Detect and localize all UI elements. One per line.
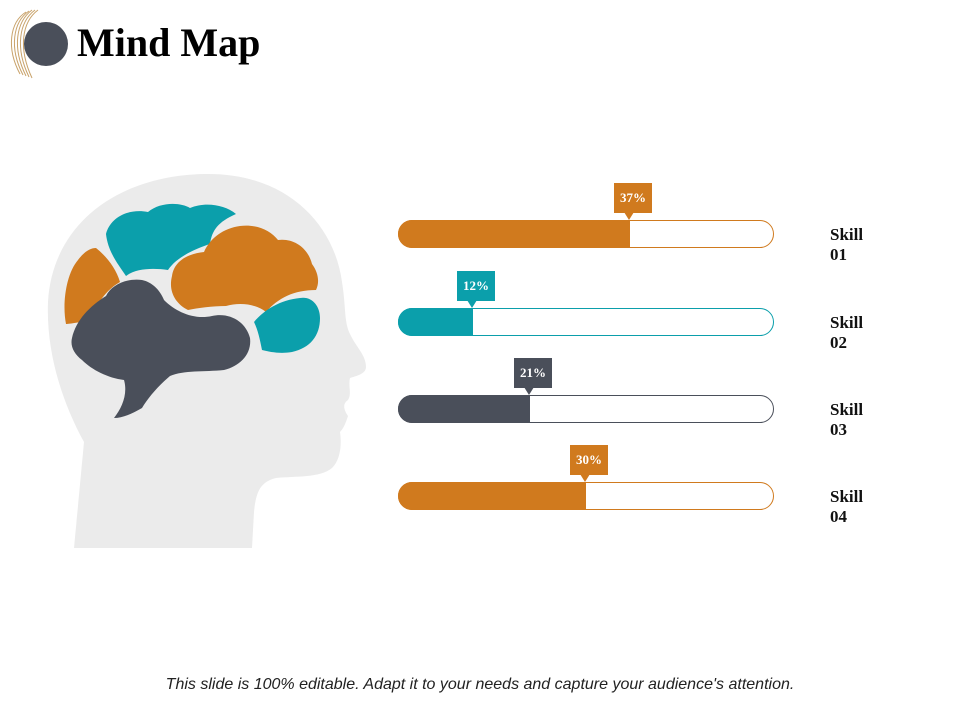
- title-block: Mind Map: [0, 0, 400, 90]
- skill-bar-track: [398, 220, 774, 248]
- skill-bar-track: [398, 482, 774, 510]
- skill-bar-track: [398, 395, 774, 423]
- skill-bar-fill: [398, 482, 586, 510]
- skill-label: Skill 03: [830, 400, 864, 439]
- head-brain-icon: [47, 173, 367, 548]
- skill-label: Skill 02: [830, 313, 864, 352]
- skill-percent-tag: 37%: [614, 183, 652, 220]
- skill-bar-track: [398, 308, 774, 336]
- footer-note: This slide is 100% editable. Adapt it to…: [165, 676, 795, 693]
- page-title: Mind Map: [77, 20, 261, 65]
- circle-with-lines-icon: [10, 9, 68, 79]
- skill-percent-tag: 30%: [570, 445, 608, 482]
- skill-bar-fill: [398, 308, 473, 336]
- skill-percent-tag: 12%: [457, 271, 495, 308]
- skill-bar-fill: [398, 395, 530, 423]
- skill-percent-tag: 21%: [514, 358, 552, 395]
- skill-label: Skill 01: [830, 225, 864, 264]
- skill-bar-fill: [398, 220, 630, 248]
- skill-label: Skill 04: [830, 487, 864, 526]
